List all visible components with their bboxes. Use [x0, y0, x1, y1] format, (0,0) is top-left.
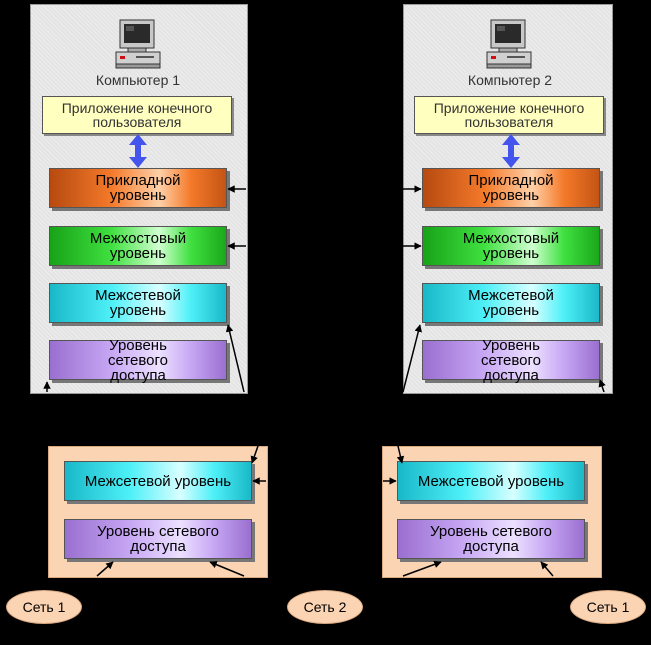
computer-1-internet-layer: Межсетевой уровень	[49, 283, 227, 323]
computer-2-internet-layer: Межсетевой уровень	[422, 283, 600, 323]
computer-1-app-double-arrow	[129, 134, 147, 168]
computer-1-network-link	[225, 324, 245, 393]
computer-2-icon	[486, 19, 532, 69]
computer-1-access-layer: Уровень сетевого доступа	[49, 338, 227, 383]
computer-2-access-layer: Уровень сетевого доступа	[422, 338, 600, 383]
computer-1-icon	[115, 19, 161, 69]
router-2-access-layer: Уровень сетевого доступа	[397, 519, 585, 559]
router-1-access-layer: Уровень сетевого доступа	[64, 519, 252, 559]
network-1-right: Сеть 1	[570, 590, 646, 624]
computer-2-title: Компьютер 2	[467, 72, 553, 88]
computer-1-app-box: Приложение конечного пользователя	[42, 96, 232, 134]
network-1-left: Сеть 1	[6, 590, 82, 624]
computer-2-app-double-arrow	[502, 134, 520, 168]
network-2: Сеть 2	[287, 590, 363, 624]
computer-2-access-uplink	[598, 379, 606, 393]
router-2-internet-layer: Межсетевой уровень	[397, 461, 585, 501]
computer-1-application-layer: Прикладной уровень	[49, 168, 227, 208]
router-1-internet-layer: Межсетевой уровень	[64, 461, 252, 501]
router-2-top-link	[396, 445, 405, 464]
router-2-bottom-left-link	[402, 560, 442, 577]
computer-2-app-box: Приложение конечного пользователя	[414, 96, 604, 134]
computer-2-application-layer: Прикладной уровень	[422, 168, 600, 208]
computer-2-host-layer: Межхостовый уровень	[422, 226, 600, 266]
computer-2-network-link	[402, 324, 422, 393]
router-1-bottom-left-link	[96, 561, 114, 577]
router-2-bottom-right-link	[540, 561, 554, 577]
router-1-top-link	[250, 445, 259, 464]
computer-1-title: Компьютер 1	[95, 72, 181, 88]
computer-1-host-layer: Межхостовый уровень	[49, 226, 227, 266]
router-1-bottom-right-link	[209, 561, 245, 577]
